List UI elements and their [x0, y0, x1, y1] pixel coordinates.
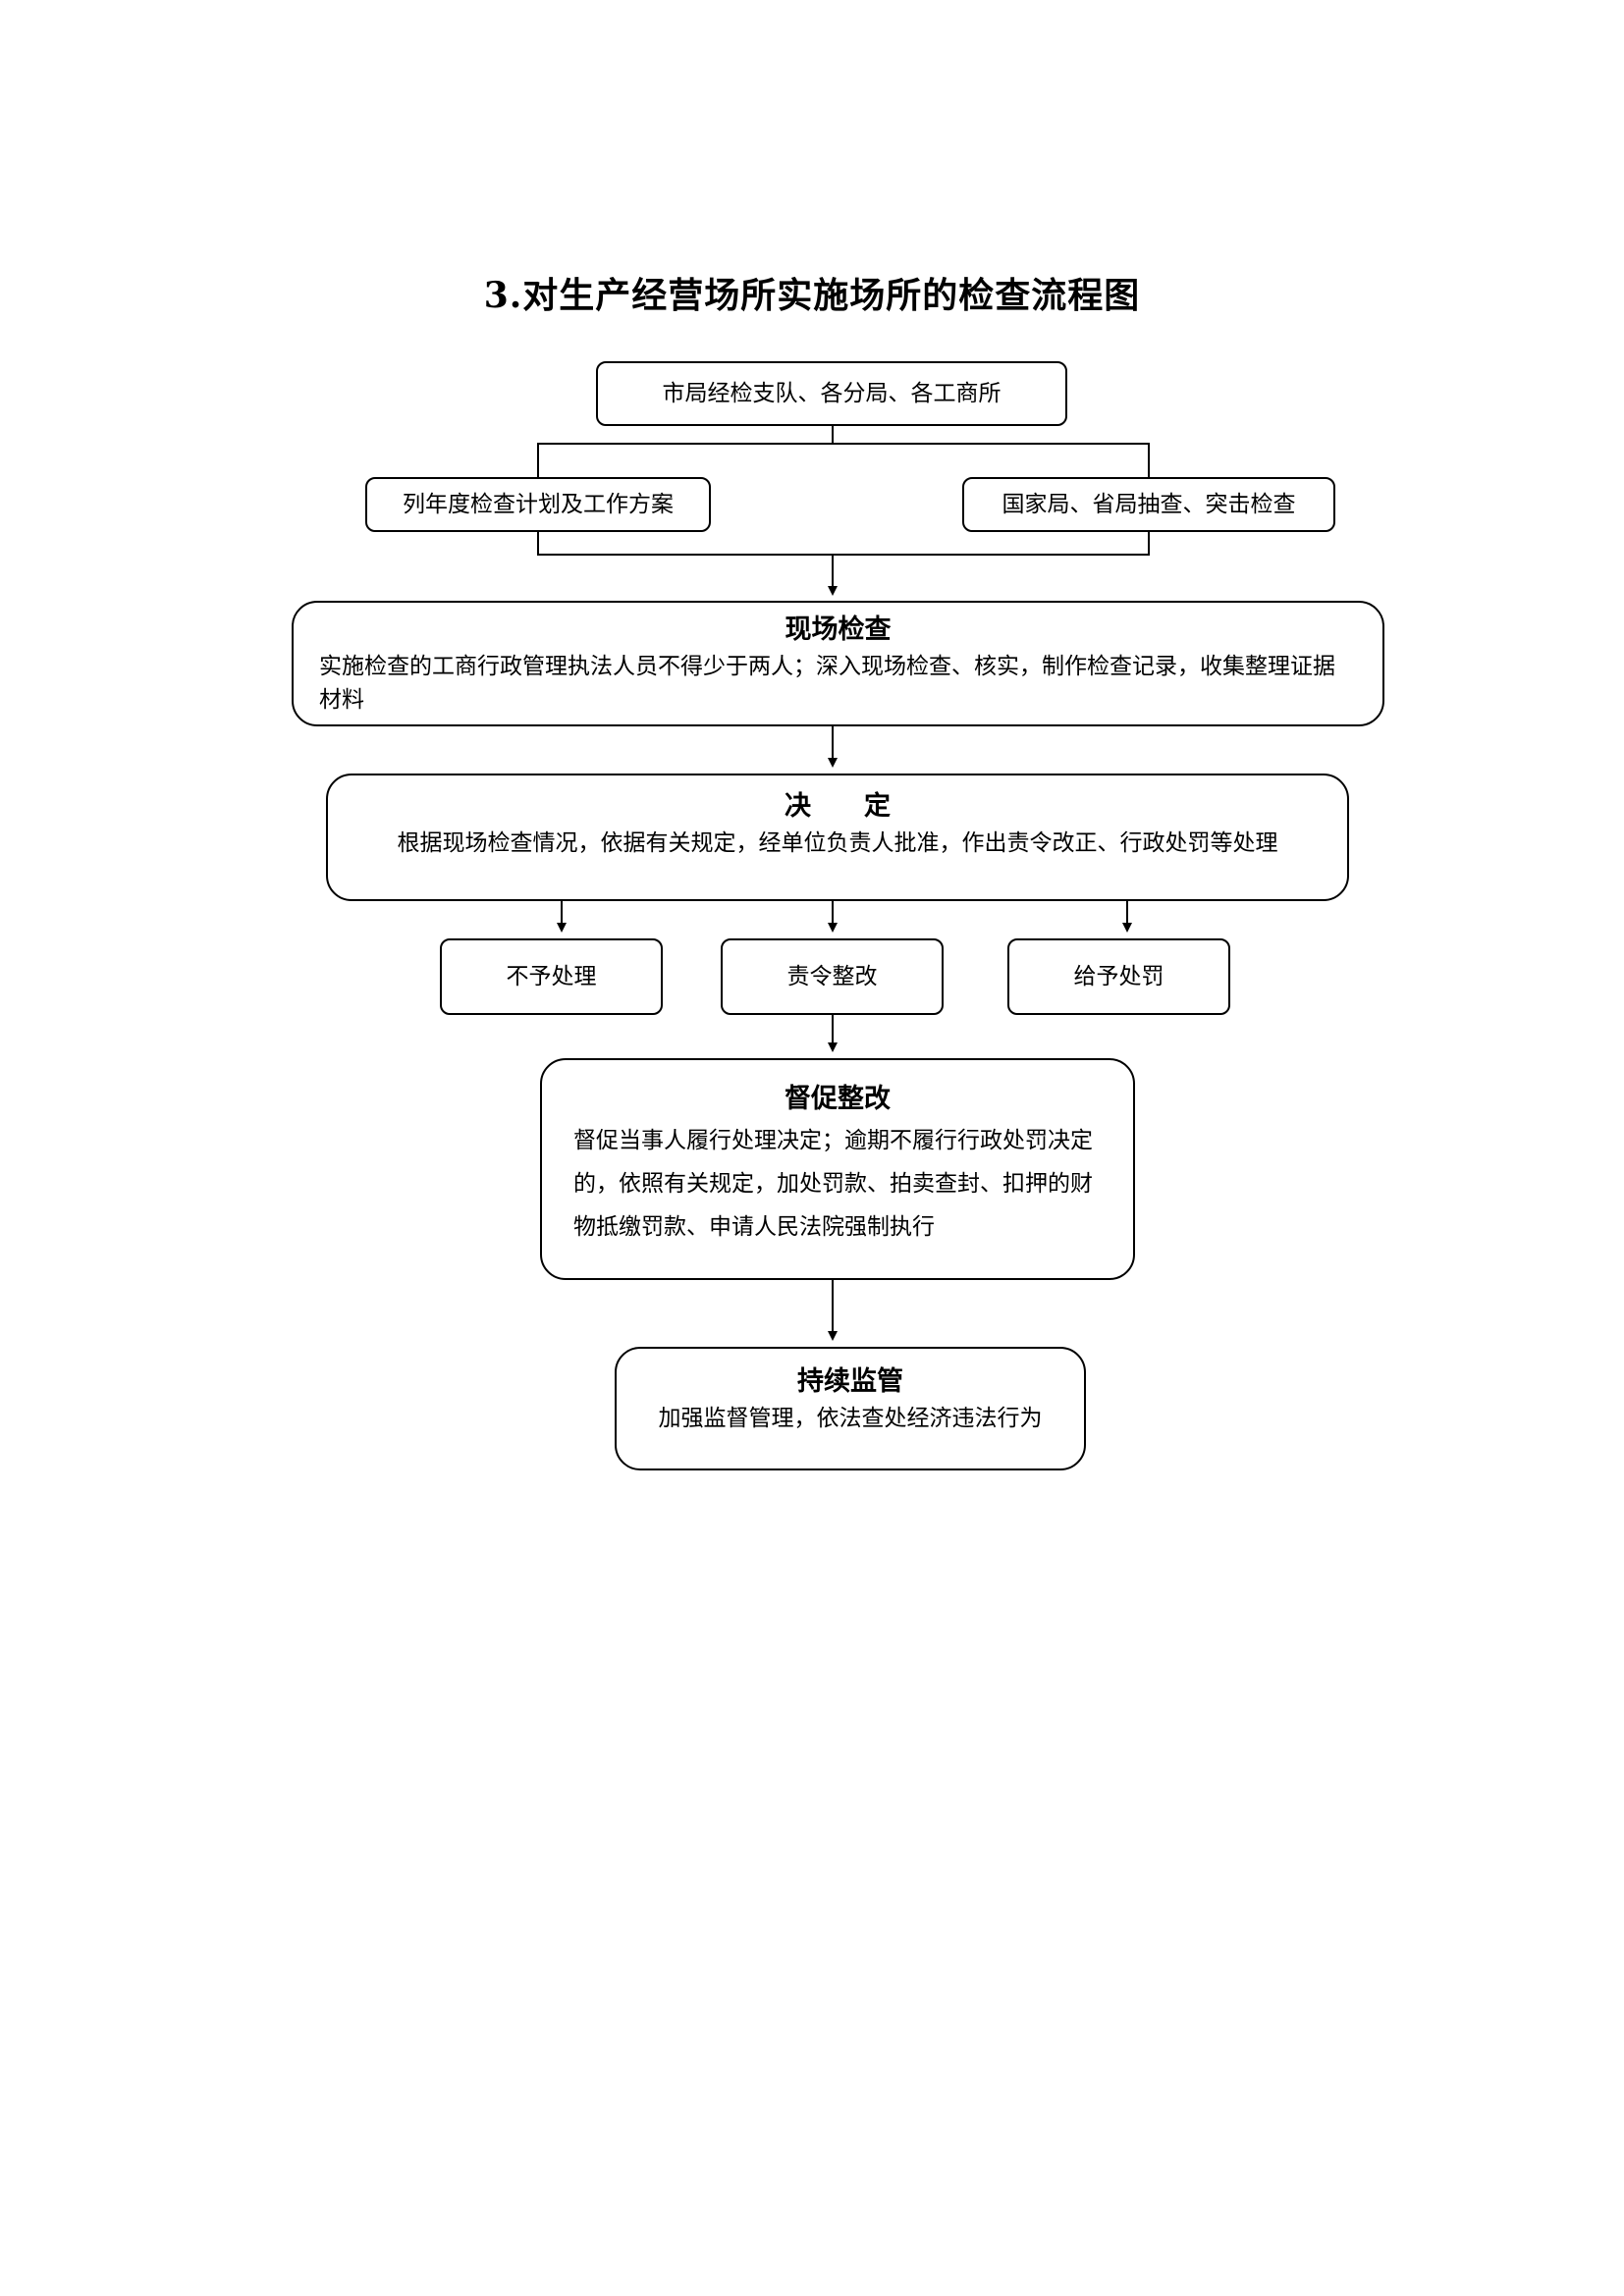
node-left-source: 列年度检查计划及工作方案	[365, 477, 711, 532]
connector-split	[537, 443, 1150, 483]
supervise-body: 督促当事人履行处理决定；逾期不履行行政处罚决定的，依照有关规定，加处罚款、拍卖查…	[573, 1128, 1093, 1240]
node-no-action: 不予处理	[440, 938, 663, 1015]
node-top: 市局经检支队、各分局、各工商所	[596, 361, 1067, 426]
decision-title: 决 定	[785, 791, 891, 822]
monitor-body: 加强监督管理，依法查处经济违法行为	[658, 1406, 1043, 1431]
page-title: 3.对生产经营场所实施场所的检查流程图	[483, 275, 1141, 316]
node-penalty: 给予处罚	[1007, 938, 1230, 1015]
node-rectify: 责令整改	[721, 938, 944, 1015]
decision-body: 根据现场检查情况，依据有关规定，经单位负责人批准，作出责令改正、行政处罚等处理	[397, 830, 1278, 856]
connector-merge	[537, 531, 1150, 556]
node-right-source-label: 国家局、省局抽查、突击检查	[1001, 492, 1296, 517]
node-supervise: 督促整改 督促当事人履行处理决定；逾期不履行行政处罚决定的，依照有关规定，加处罚…	[540, 1058, 1135, 1280]
node-inspection: 现场检查 实施检查的工商行政管理执法人员不得少于两人；深入现场检查、核实，制作检…	[292, 601, 1384, 726]
inspection-body: 实施检查的工商行政管理执法人员不得少于两人；深入现场检查、核实，制作检查记录，收…	[319, 654, 1335, 713]
monitor-title: 持续监管	[797, 1366, 903, 1397]
node-decision: 决 定 根据现场检查情况，依据有关规定，经单位负责人批准，作出责令改正、行政处罚…	[326, 774, 1349, 901]
node-monitor: 持续监管 加强监督管理，依法查处经济违法行为	[615, 1347, 1086, 1470]
inspection-title: 现场检查	[785, 614, 892, 645]
no-action-label: 不予处理	[506, 964, 597, 989]
node-right-source: 国家局、省局抽查、突击检查	[962, 477, 1335, 532]
supervise-title: 督促整改	[785, 1084, 891, 1114]
node-top-label: 市局经检支队、各分局、各工商所	[662, 381, 1001, 406]
rectify-label: 责令整改	[786, 964, 878, 989]
penalty-label: 给予处罚	[1073, 964, 1164, 989]
node-left-source-label: 列年度检查计划及工作方案	[403, 492, 674, 517]
